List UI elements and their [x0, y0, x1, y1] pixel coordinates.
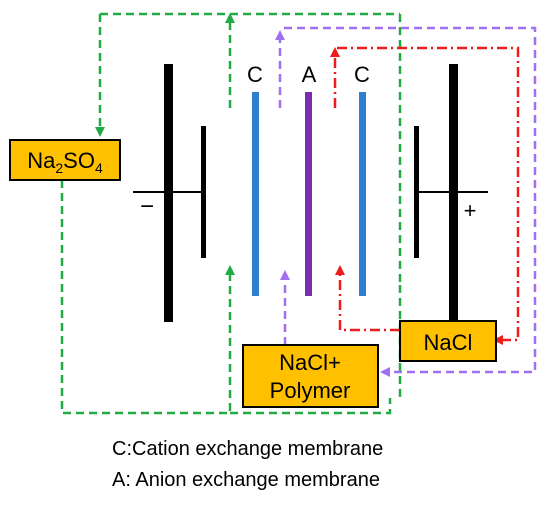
positive-electrode: +: [414, 64, 488, 322]
purple-flow-loop: [275, 26, 537, 377]
cation-membrane-right: [359, 92, 366, 296]
na2so4-sub-4: 4: [95, 160, 103, 176]
nacl-box: NaCl: [399, 320, 497, 362]
red-arrow-up-from-nacl: [335, 265, 400, 332]
purple-arrow-into-polymer-box: [284, 26, 537, 377]
na2so4-box-bg: [9, 139, 121, 181]
nacl-label: NaCl: [424, 330, 473, 355]
negative-sign: −: [140, 193, 154, 220]
nacl-polymer-box-bg: [242, 344, 379, 408]
na2so4-box: Na2SO4: [9, 139, 121, 181]
red-arrow-into-nacl: [337, 46, 520, 345]
legend: C:Cation exchange membrane A: Anion exch…: [112, 438, 383, 491]
na2so4-sub-2: 2: [55, 160, 63, 176]
legend-anion: A: Anion exchange membrane: [112, 469, 380, 491]
na2so4-label: Na2SO4: [27, 148, 103, 176]
positive-sign: +: [464, 198, 477, 223]
na2so4-na: Na: [27, 148, 56, 173]
anion-membrane: [305, 92, 312, 296]
nacl-polymer-box: NaCl+ Polymer: [242, 344, 379, 408]
nacl-polymer-line2: Polymer: [270, 378, 351, 403]
legend-cation: C:Cation exchange membrane: [112, 438, 383, 460]
cation-membrane-left: [252, 92, 259, 296]
green-bottom-return: [230, 398, 392, 415]
na2so4-so: SO: [63, 148, 95, 173]
membranes: C A C: [247, 62, 370, 296]
membrane-label-right-c: C: [354, 62, 370, 87]
green-flow-loop: [60, 12, 402, 415]
green-arrow-up-into-left-channel: [60, 180, 235, 415]
membrane-label-a: A: [302, 62, 317, 87]
red-flow-loop: [330, 46, 520, 345]
membrane-label-left-c: C: [247, 62, 263, 87]
negative-electrode: −: [133, 64, 206, 322]
nacl-box-bg: [399, 320, 497, 362]
nacl-polymer-line1: NaCl+: [279, 350, 341, 375]
